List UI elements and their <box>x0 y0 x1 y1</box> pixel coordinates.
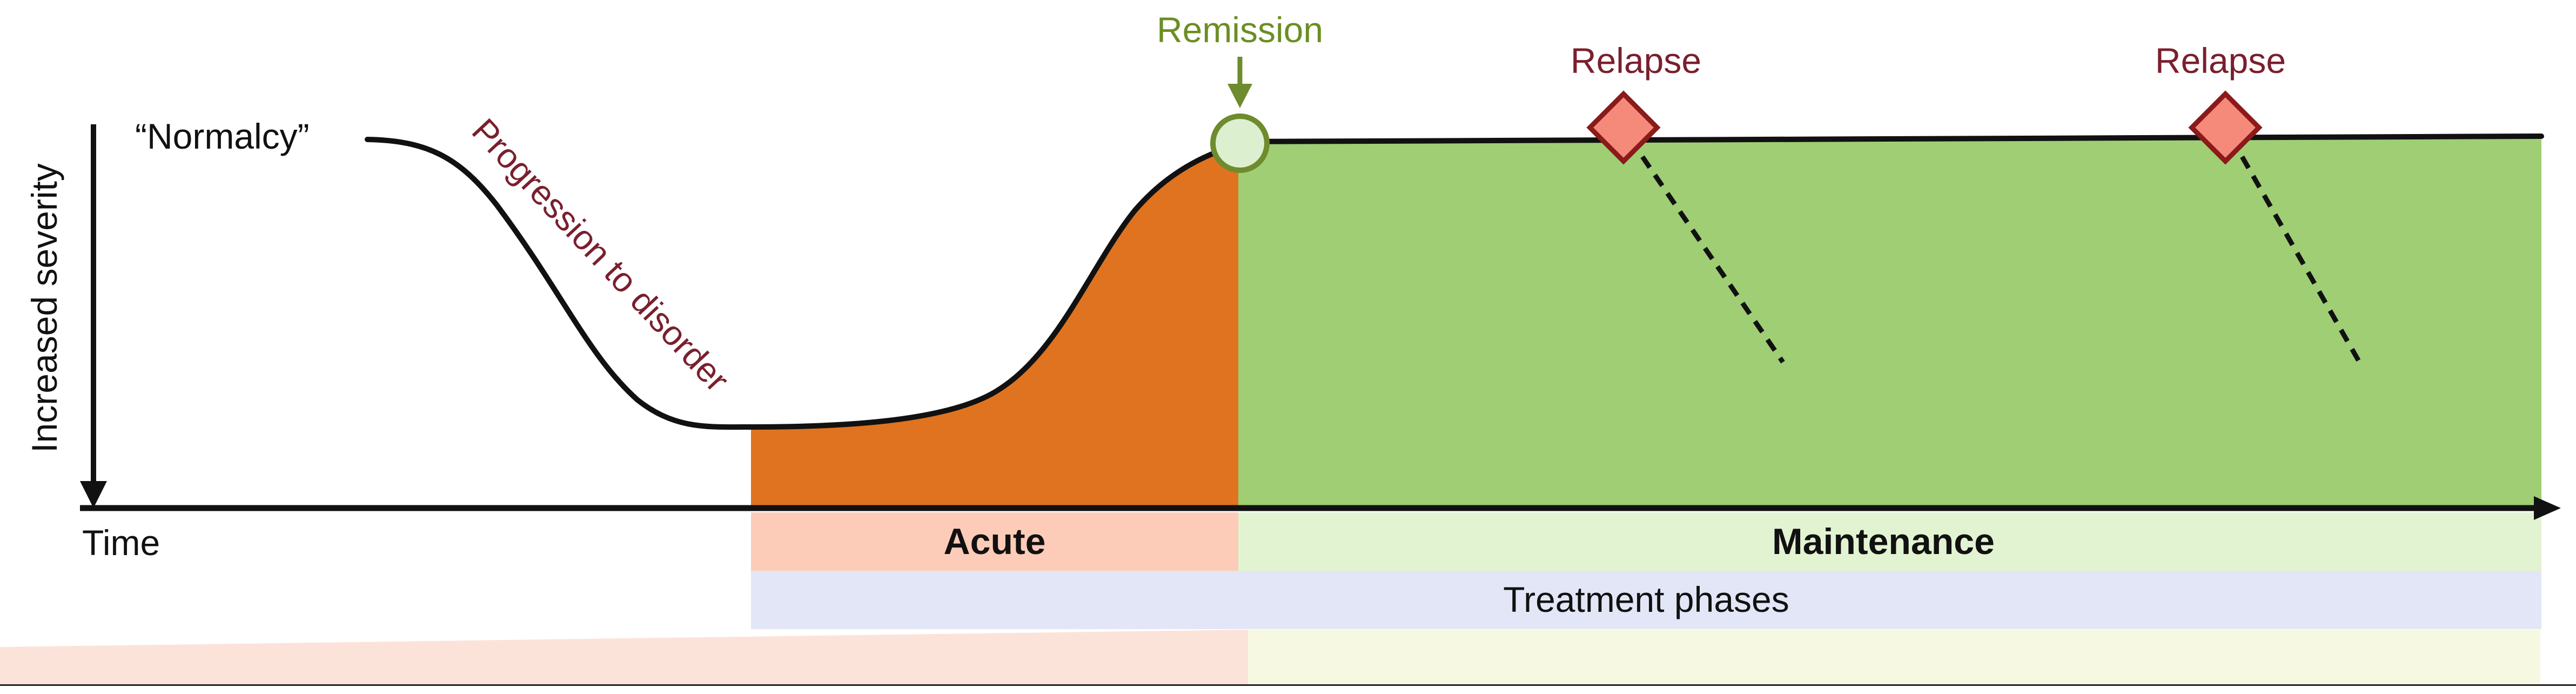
y-axis-label: Increased severity <box>24 163 64 453</box>
y-axis-arrowhead <box>80 481 107 508</box>
maintenance-label: Maintenance <box>1772 521 1995 562</box>
treatment-phases-band <box>751 571 2541 629</box>
acute-label: Acute <box>944 521 1046 562</box>
bottom-band-left <box>0 630 1248 685</box>
treatment-phases-label: Treatment phases <box>1503 579 1789 619</box>
x-axis-arrowhead <box>2534 496 2561 520</box>
circle-marker-icon <box>1210 114 1270 173</box>
bottom-divider <box>0 684 2576 686</box>
bottom-band-right <box>1248 630 2540 685</box>
diamond-marker-icon <box>1586 90 1661 165</box>
x-axis-label: Time <box>82 523 160 563</box>
maintenance-area <box>1238 136 2541 505</box>
relapse-2-label: Relapse <box>2155 41 2286 81</box>
normalcy-label: “Normalcy” <box>135 116 310 156</box>
relapse-1-dashed-line <box>1640 155 1785 364</box>
remission-label: Remission <box>1157 10 1323 50</box>
relapse-1-label: Relapse <box>1571 41 1701 81</box>
diamond-marker-icon <box>2188 90 2263 165</box>
relapse-2-dashed-line <box>2240 155 2363 366</box>
maintenance-band <box>1238 512 2541 571</box>
acute-area <box>751 145 1238 505</box>
acute-band <box>751 512 1238 571</box>
down-arrow-icon <box>1227 84 1252 108</box>
